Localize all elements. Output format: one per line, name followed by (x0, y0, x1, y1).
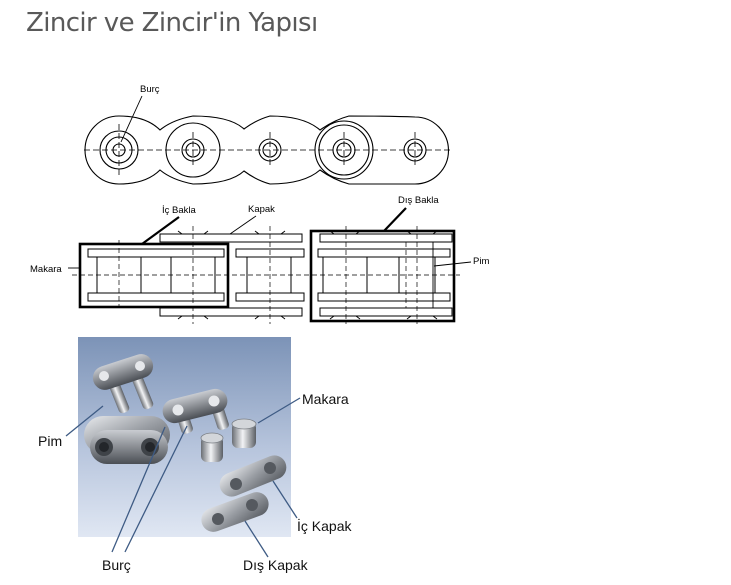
exploded-view-photo (65, 337, 301, 558)
label-burc-photo: Burç (102, 557, 131, 573)
label-ic-bakla: İç Bakla (162, 205, 197, 216)
label-dis-kapak-photo: Dış Kapak (243, 557, 309, 573)
top-view (68, 207, 472, 324)
label-makara-top: Makara (30, 264, 62, 275)
side-view (84, 95, 452, 185)
outer-plate (201, 492, 269, 532)
label-ic-kapak-photo: İç Kapak (297, 517, 352, 534)
label-burc-side: Burç (140, 84, 160, 95)
label-kapak: Kapak (248, 204, 275, 215)
exploded-leaders (65, 397, 301, 558)
page-title: Zincir ve Zincir'in Yapısı (26, 8, 318, 38)
top-view-leaders (68, 207, 472, 269)
top-view-pin-centerlines (72, 226, 460, 324)
label-makara-photo: Makara (302, 391, 349, 407)
label-pim-photo: Pim (38, 433, 62, 449)
inner-plate (219, 455, 287, 497)
side-view-centerlines (84, 124, 452, 176)
inner-link-assembly (84, 416, 170, 464)
burc-leader-line (120, 95, 143, 143)
side-view-outline (84, 115, 450, 185)
dis-bakla-box (309, 229, 456, 323)
label-dis-bakla: Dış Bakla (398, 195, 439, 206)
bushing-link (162, 388, 229, 434)
rollers (200, 418, 257, 462)
label-pim-top: Pim (473, 256, 489, 267)
outer-link-with-pins (92, 354, 154, 414)
top-view-pin-heads (177, 230, 438, 320)
top-view-link-boxes (78, 229, 456, 323)
top-view-outer-plates (87, 233, 453, 317)
ic-bakla-box (78, 242, 230, 309)
